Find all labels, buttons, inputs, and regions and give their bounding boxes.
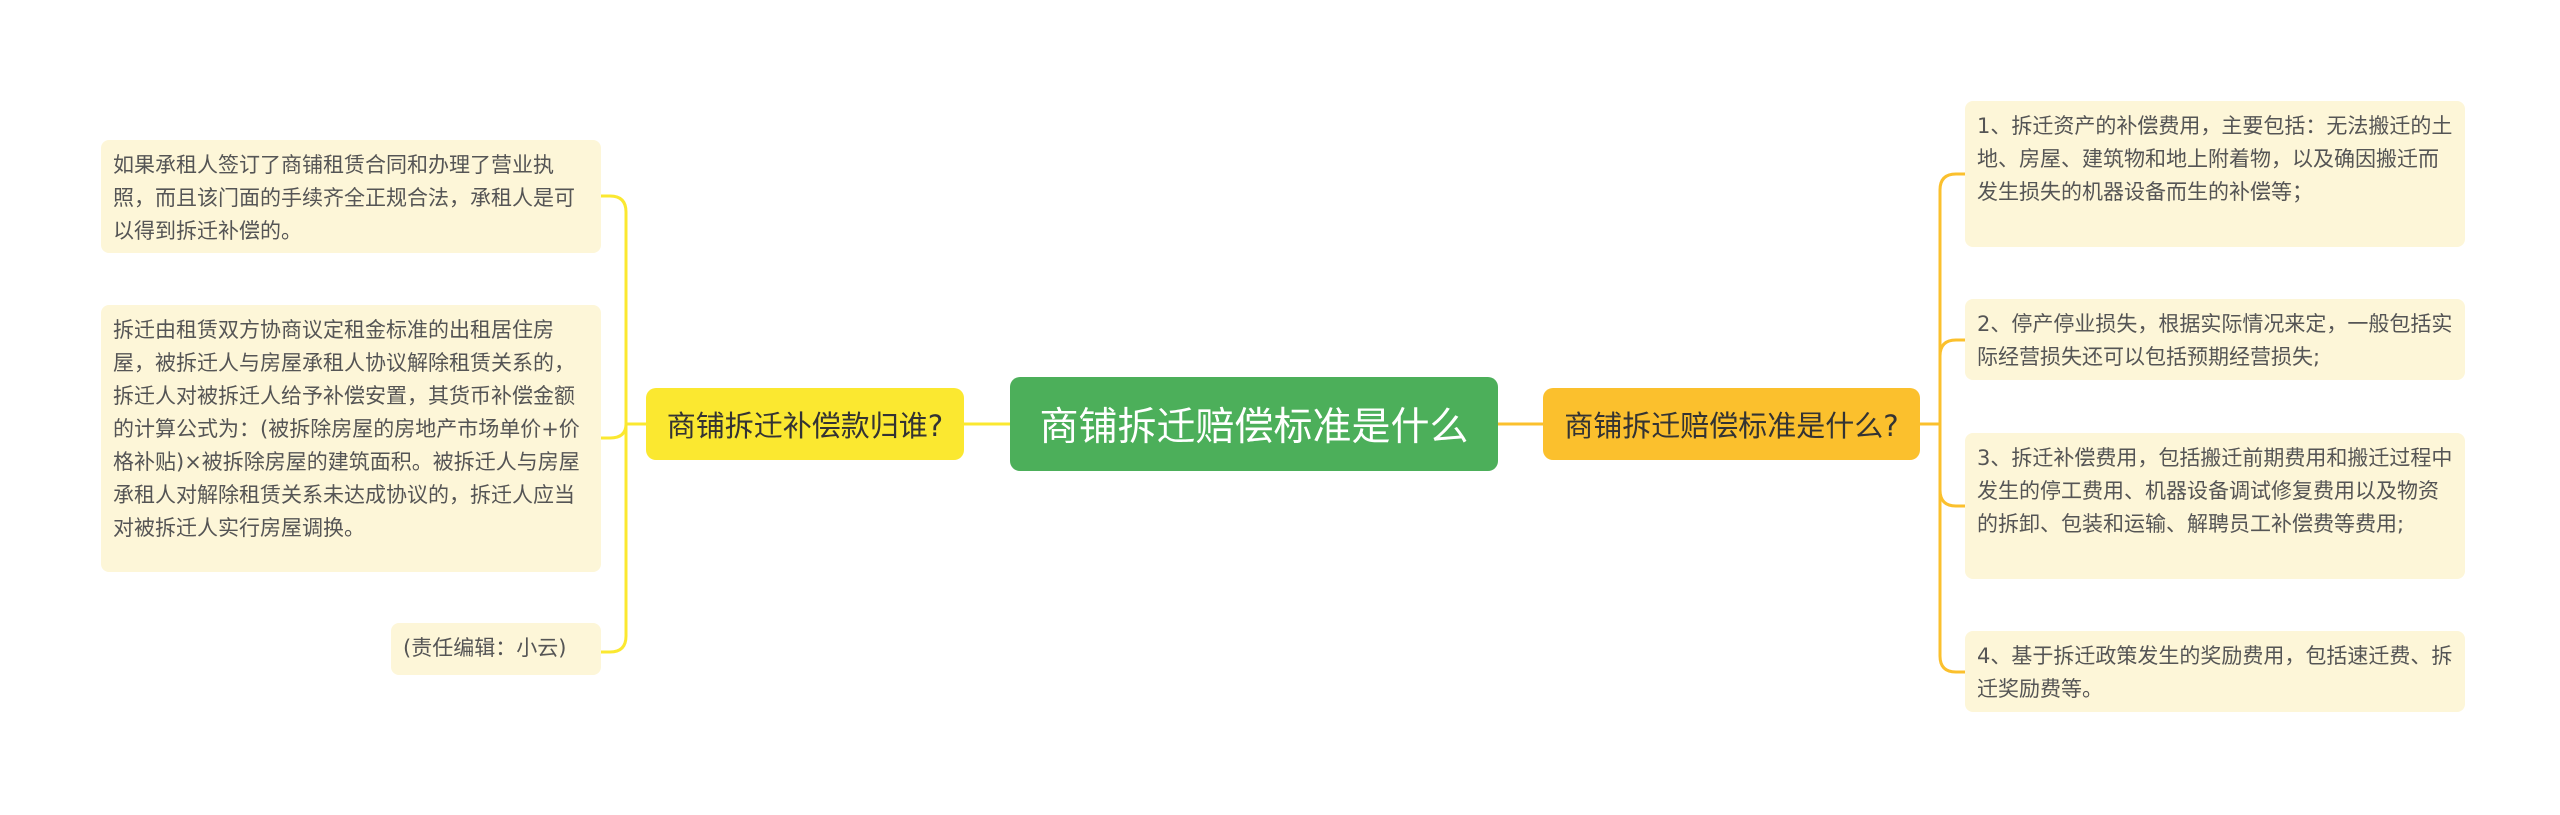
leaf-topic-right-4-text: 4、基于拆迁政策发生的奖励费用，包括速迁费、拆迁奖励费等。 <box>1977 644 2453 701</box>
connector-left-trunk <box>624 212 646 636</box>
connector-left-leaf-2 <box>601 423 628 440</box>
leaf-topic-right-1[interactable]: 1、拆迁资产的补偿费用，主要包括：无法搬迁的土地、房屋、建筑物和地上附着物，以及… <box>1965 101 2465 247</box>
connector-left-leaf-3 <box>601 635 628 654</box>
connector-right-leaf-2 <box>1938 338 1965 357</box>
branch-topic-left[interactable]: 商铺拆迁补偿款归谁? <box>646 388 964 460</box>
leaf-topic-right-1-text: 1、拆迁资产的补偿费用，主要包括：无法搬迁的土地、房屋、建筑物和地上附着物，以及… <box>1977 114 2453 204</box>
connector-left-leaf-1 <box>601 194 628 213</box>
leaf-topic-left-1-text: 如果承租人签订了商铺租赁合同和办理了营业执照，而且该门面的手续齐全正规合法，承租… <box>113 153 575 243</box>
leaf-topic-left-1[interactable]: 如果承租人签订了商铺租赁合同和办理了营业执照，而且该门面的手续齐全正规合法，承租… <box>101 140 601 253</box>
connector-right-leaf-3 <box>1938 489 1965 508</box>
branch-topic-right[interactable]: 商铺拆迁赔偿标准是什么? <box>1543 388 1920 460</box>
leaf-topic-right-3-text: 3、拆迁补偿费用，包括搬迁前期费用和搬迁过程中发生的停工费用、机器设备调试修复费… <box>1977 446 2453 536</box>
leaf-topic-left-2-text: 拆迁由租赁双方协商议定租金标准的出租居住房屋，被拆迁人与房屋承租人协议解除租赁关… <box>113 318 580 540</box>
leaf-topic-right-3[interactable]: 3、拆迁补偿费用，包括搬迁前期费用和搬迁过程中发生的停工费用、机器设备调试修复费… <box>1965 433 2465 579</box>
leaf-topic-left-3-text: (责任编辑：小云) <box>403 636 567 660</box>
connector-right-leaf-4 <box>1938 655 1965 674</box>
branch-topic-left-label: 商铺拆迁补偿款归谁? <box>666 409 944 443</box>
root-topic[interactable]: 商铺拆迁赔偿标准是什么 <box>1010 377 1498 471</box>
connector-right-trunk <box>1920 190 1942 656</box>
leaf-topic-left-2[interactable]: 拆迁由租赁双方协商议定租金标准的出租居住房屋，被拆迁人与房屋承租人协议解除租赁关… <box>101 305 601 572</box>
leaf-topic-left-3[interactable]: (责任编辑：小云) <box>391 623 601 675</box>
branch-topic-right-label: 商铺拆迁赔偿标准是什么? <box>1564 409 1899 443</box>
root-topic-label: 商铺拆迁赔偿标准是什么 <box>1039 405 1469 450</box>
connector-right-leaf-1 <box>1938 172 1965 191</box>
leaf-topic-right-2[interactable]: 2、停产停业损失，根据实际情况来定，一般包括实际经营损失还可以包括预期经营损失; <box>1965 299 2465 380</box>
leaf-topic-right-4[interactable]: 4、基于拆迁政策发生的奖励费用，包括速迁费、拆迁奖励费等。 <box>1965 631 2465 712</box>
leaf-topic-right-2-text: 2、停产停业损失，根据实际情况来定，一般包括实际经营损失还可以包括预期经营损失; <box>1977 312 2453 369</box>
